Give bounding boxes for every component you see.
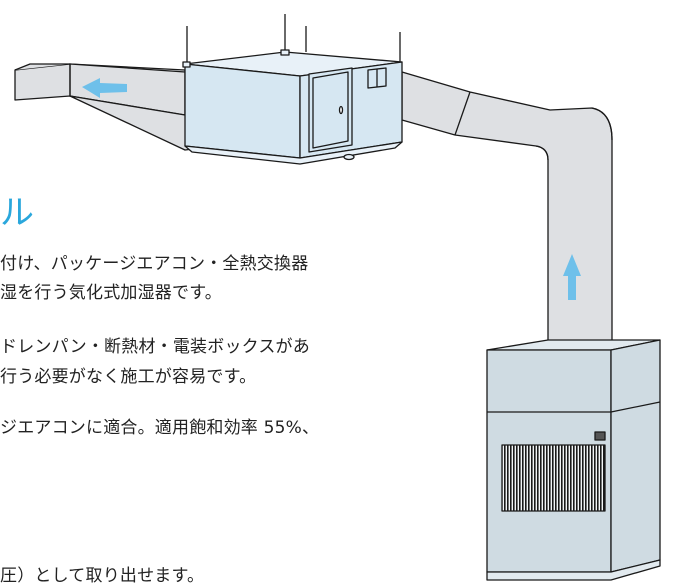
body-line-6: 圧）として取り出せます。 (0, 566, 205, 586)
hanging-rods (186, 14, 401, 66)
body-line-4: 行う必要がなく施工が容易です。 (0, 367, 257, 387)
body-line-5: ジエアコンに適合。適用飽和効率 55%、 (0, 418, 320, 438)
airflow-left-arrow-icon (82, 78, 127, 98)
section-heading: ル (0, 193, 34, 233)
return-duct (401, 71, 613, 346)
control-box (367, 67, 387, 89)
body-line-1: 付け、パッケージエアコン・全熱交換器 (0, 254, 309, 274)
access-door (308, 67, 353, 153)
airflow-up-arrow-icon (563, 254, 581, 300)
body-line-2: 湿を行う気化式加湿器です。 (0, 283, 222, 303)
body-line-3: ドレンパン・断熱材・電装ボックスがあ (0, 337, 310, 357)
packaged-air-conditioner (486, 339, 661, 581)
humidifier-unit (182, 49, 403, 165)
